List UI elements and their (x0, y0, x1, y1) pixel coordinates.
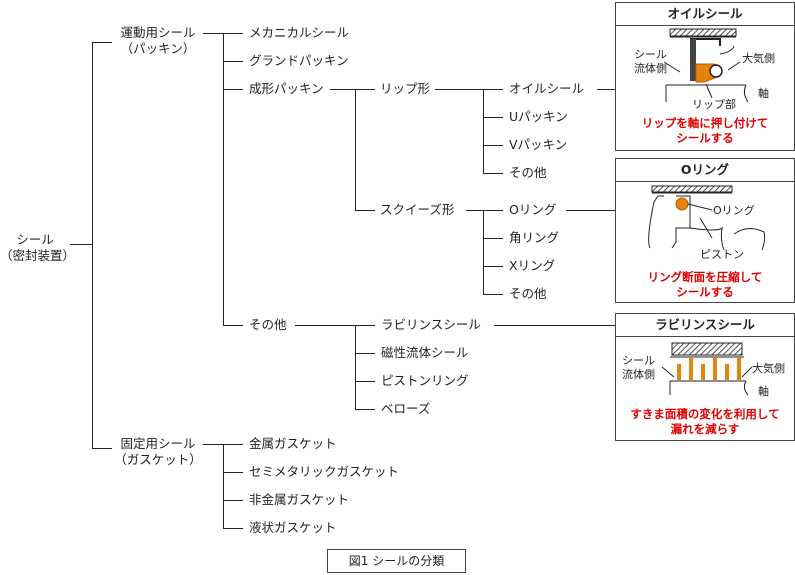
squeeze-item: Oリング (509, 202, 557, 217)
squeeze-item: 角リング (509, 230, 560, 245)
o-ring-piston-label: ピストン (700, 248, 744, 261)
dynamic-seal-label: 運動用シール （パッキン） (120, 25, 196, 56)
oil-seal-panel: オイルシール シール 流体側 大気側 リップ部 軸 リップを軸に押し付けて シー… (615, 2, 795, 151)
static-item: 液状ガスケット (249, 520, 337, 535)
dynamic-item: メカニカルシール (249, 25, 350, 40)
static-item: 金属ガスケット (249, 436, 337, 451)
oil-seal-seal-label: シール (634, 48, 667, 61)
other-item: 磁性流体シール (381, 345, 469, 360)
other-item: ベローズ (381, 401, 431, 416)
static-seal-label: 固定用シール （ガスケット） (114, 436, 202, 467)
other-item: ピストンリング (381, 373, 469, 388)
root-label: シール （密封装置） (0, 232, 76, 263)
dynamic-other-label: その他 (249, 317, 287, 332)
squeeze-item: Xリング (509, 258, 556, 273)
o-ring-ring-label: Oリング (713, 204, 755, 217)
oil-seal-panel-title: オイルシール (616, 3, 794, 26)
squeeze-type-label: スクイーズ形 (380, 202, 455, 217)
o-ring-panel-title: Oリング (616, 159, 794, 182)
squeeze-item: その他 (509, 286, 547, 301)
o-ring-panel: Oリング Oリング ピストン リング断面を圧縮して シールする (615, 158, 795, 303)
labyrinth-seal-illustration (661, 342, 753, 396)
static-item: 非金属ガスケット (249, 492, 350, 507)
static-item: セミメタリックガスケット (249, 464, 400, 479)
lip-item: Vパッキン (509, 137, 568, 152)
labyrinth-seal-seal-label: シール (622, 354, 655, 367)
labyrinth-seal-atmosphere-label: 大気側 (752, 362, 785, 375)
figure-caption: 図1 シールの分類 (327, 549, 466, 573)
labyrinth-seal-fluid-side-label: 流体側 (622, 368, 655, 381)
oil-seal-atmosphere-label: 大気側 (742, 52, 775, 65)
oil-seal-fluid-side-label: 流体側 (634, 62, 667, 75)
labyrinth-seal-shaft-label: 軸 (758, 385, 769, 398)
o-ring-illustration (648, 185, 766, 251)
lip-item: オイルシール (509, 81, 585, 96)
labyrinth-seal-panel: ラビリンスシール シール 流体側 大気側 軸 すきま面積の変化を利用して 漏れを… (615, 313, 795, 441)
oil-seal-illustration (663, 28, 749, 103)
o-ring-note: リング断面を圧縮して シールする (647, 270, 763, 299)
molded-packing-label: 成形パッキン (249, 81, 324, 96)
oil-seal-lip-label: リップ部 (692, 98, 736, 111)
lip-item: その他 (509, 165, 547, 180)
dynamic-item: グランドパッキン (249, 53, 349, 68)
labyrinth-seal-note: すきま面積の変化を利用して 漏れを減らす (630, 407, 780, 436)
lip-type-label: リップ形 (380, 81, 431, 96)
lip-item: Uパッキン (509, 109, 568, 124)
oil-seal-note: リップを軸に押し付けて シールする (641, 116, 769, 145)
oil-seal-shaft-label: 軸 (758, 87, 769, 100)
labyrinth-seal-panel-title: ラビリンスシール (616, 314, 794, 337)
other-item: ラビリンスシール (381, 317, 481, 332)
